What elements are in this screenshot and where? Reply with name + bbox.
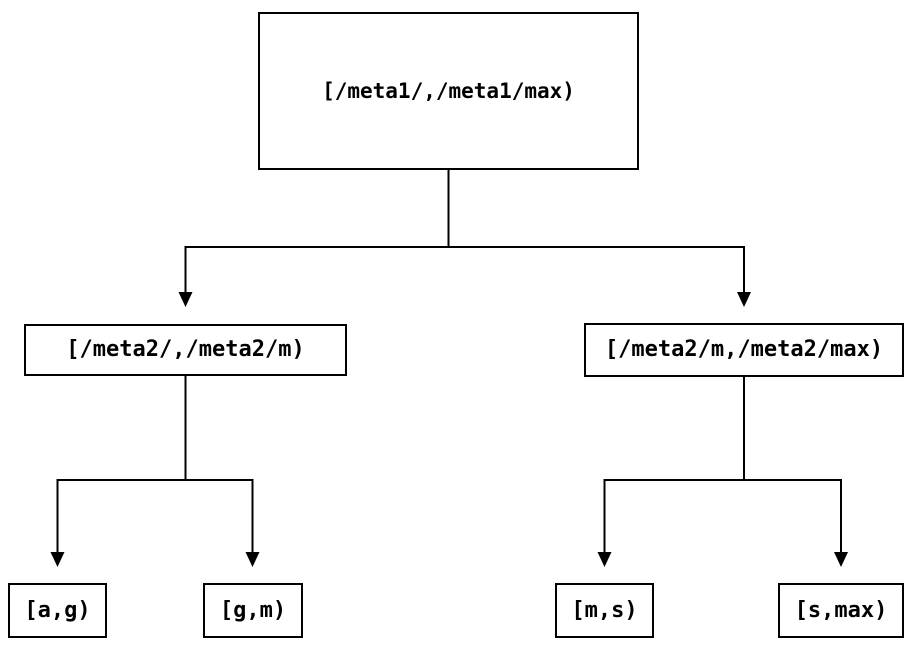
node-label: [/meta2/m,/meta2/max): [604, 337, 884, 362]
node-root-meta1-range: [/meta1/,/meta1/max): [258, 12, 639, 170]
node-leaf-g-m: [g,m): [203, 583, 303, 638]
node-leaf-a-g: [a,g): [8, 583, 107, 638]
node-meta2-left-range: [/meta2/,/meta2/m): [24, 324, 347, 376]
node-leaf-s-max: [s,max): [778, 583, 904, 638]
node-label: [/meta1/,/meta1/max): [322, 78, 575, 103]
node-label: [g,m): [219, 597, 287, 623]
node-meta2-right-range: [/meta2/m,/meta2/max): [584, 323, 904, 377]
arrow-down-icon: [178, 292, 193, 307]
node-label: [a,g): [24, 597, 91, 623]
node-label: [/meta2/,/meta2/m): [66, 337, 305, 362]
node-label: [s,max): [794, 597, 888, 623]
arrow-down-icon: [597, 552, 612, 567]
edge-meta2left-to-leaves: [56, 376, 254, 553]
arrow-down-icon: [737, 292, 751, 307]
arrow-down-icon: [245, 552, 260, 567]
arrow-down-icon: [834, 552, 848, 567]
node-label: [m,s): [571, 597, 638, 623]
edge-meta2right-to-leaves: [603, 376, 842, 553]
edge-root-to-level2: [184, 170, 745, 293]
arrow-down-icon: [50, 552, 65, 567]
node-leaf-m-s: [m,s): [555, 583, 654, 638]
